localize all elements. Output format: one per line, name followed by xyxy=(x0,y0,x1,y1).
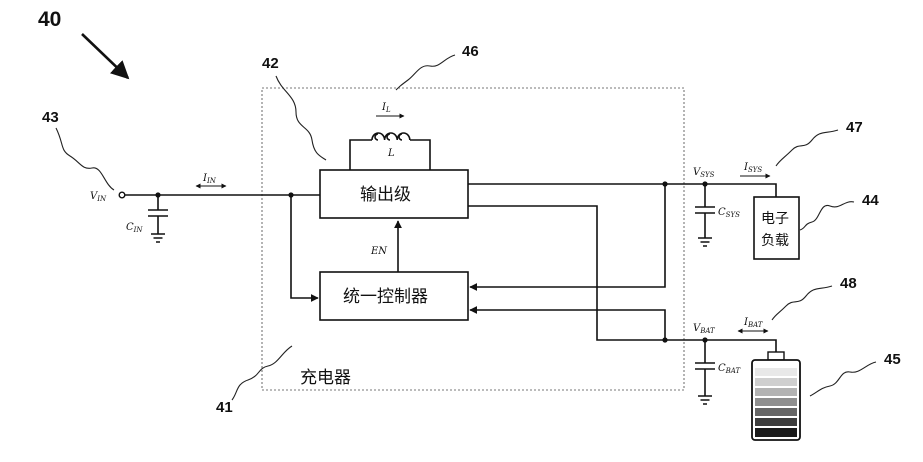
output-stage-label: 输出级 xyxy=(360,185,411,205)
ref-46-leader xyxy=(396,55,455,90)
ref-41: 41 xyxy=(216,399,233,416)
figure-number: 40 xyxy=(38,8,61,31)
il-label: IL xyxy=(381,102,391,114)
ref-44-leader xyxy=(800,202,854,230)
vbat-wire xyxy=(468,206,776,358)
battery-icon xyxy=(752,352,800,440)
ref-45-leader xyxy=(810,362,876,396)
load-label-line2: 负载 xyxy=(761,233,789,249)
cbat-plates xyxy=(695,363,715,369)
vbat-feedback-wire xyxy=(470,310,665,340)
csys-ground-icon xyxy=(698,238,712,246)
vsys-feedback-wire xyxy=(470,184,665,287)
ref-44: 44 xyxy=(862,192,879,209)
vsys-wire xyxy=(468,184,776,197)
ref-46: 46 xyxy=(462,43,479,60)
vin-label: VIN xyxy=(90,191,107,203)
cin-ground-icon xyxy=(151,234,165,242)
ref-42-leader xyxy=(276,76,326,160)
ref-47-leader xyxy=(776,130,838,166)
electronic-load-block xyxy=(754,197,799,259)
ref-45: 45 xyxy=(884,351,901,368)
inductor-wire-right xyxy=(410,140,430,170)
cbat-ground-icon xyxy=(698,396,712,404)
controller-label: 统一控制器 xyxy=(343,287,428,307)
isys-label: ISYS xyxy=(743,162,762,174)
ref-48-leader xyxy=(772,286,832,320)
inductor-wire-left xyxy=(350,140,372,170)
load-label-line1: 电子 xyxy=(761,211,789,227)
charger-boundary xyxy=(262,88,684,390)
figure-arrow xyxy=(82,34,128,78)
vsys-label: VSYS xyxy=(693,167,715,179)
ref-43: 43 xyxy=(42,109,59,126)
ref-43-leader xyxy=(56,128,114,190)
cbat-label: CBAT xyxy=(718,363,741,375)
vin-terminal xyxy=(119,192,125,198)
ibat-label: IBAT xyxy=(743,317,764,329)
csys-plates xyxy=(695,207,715,213)
en-label: EN xyxy=(370,246,388,257)
charger-label: 充电器 xyxy=(300,368,351,388)
cin-plates xyxy=(148,210,168,216)
csys-label: CSYS xyxy=(718,207,740,219)
inductor-label: L xyxy=(387,148,395,159)
ref-47: 47 xyxy=(846,119,863,136)
ref-42: 42 xyxy=(262,55,279,72)
cin-label: CIN xyxy=(126,222,143,234)
vbat-label: VBAT xyxy=(693,323,716,335)
ref-48: 48 xyxy=(840,275,857,292)
input-to-controller-wire xyxy=(291,195,318,298)
iin-label: IIN xyxy=(202,173,217,185)
